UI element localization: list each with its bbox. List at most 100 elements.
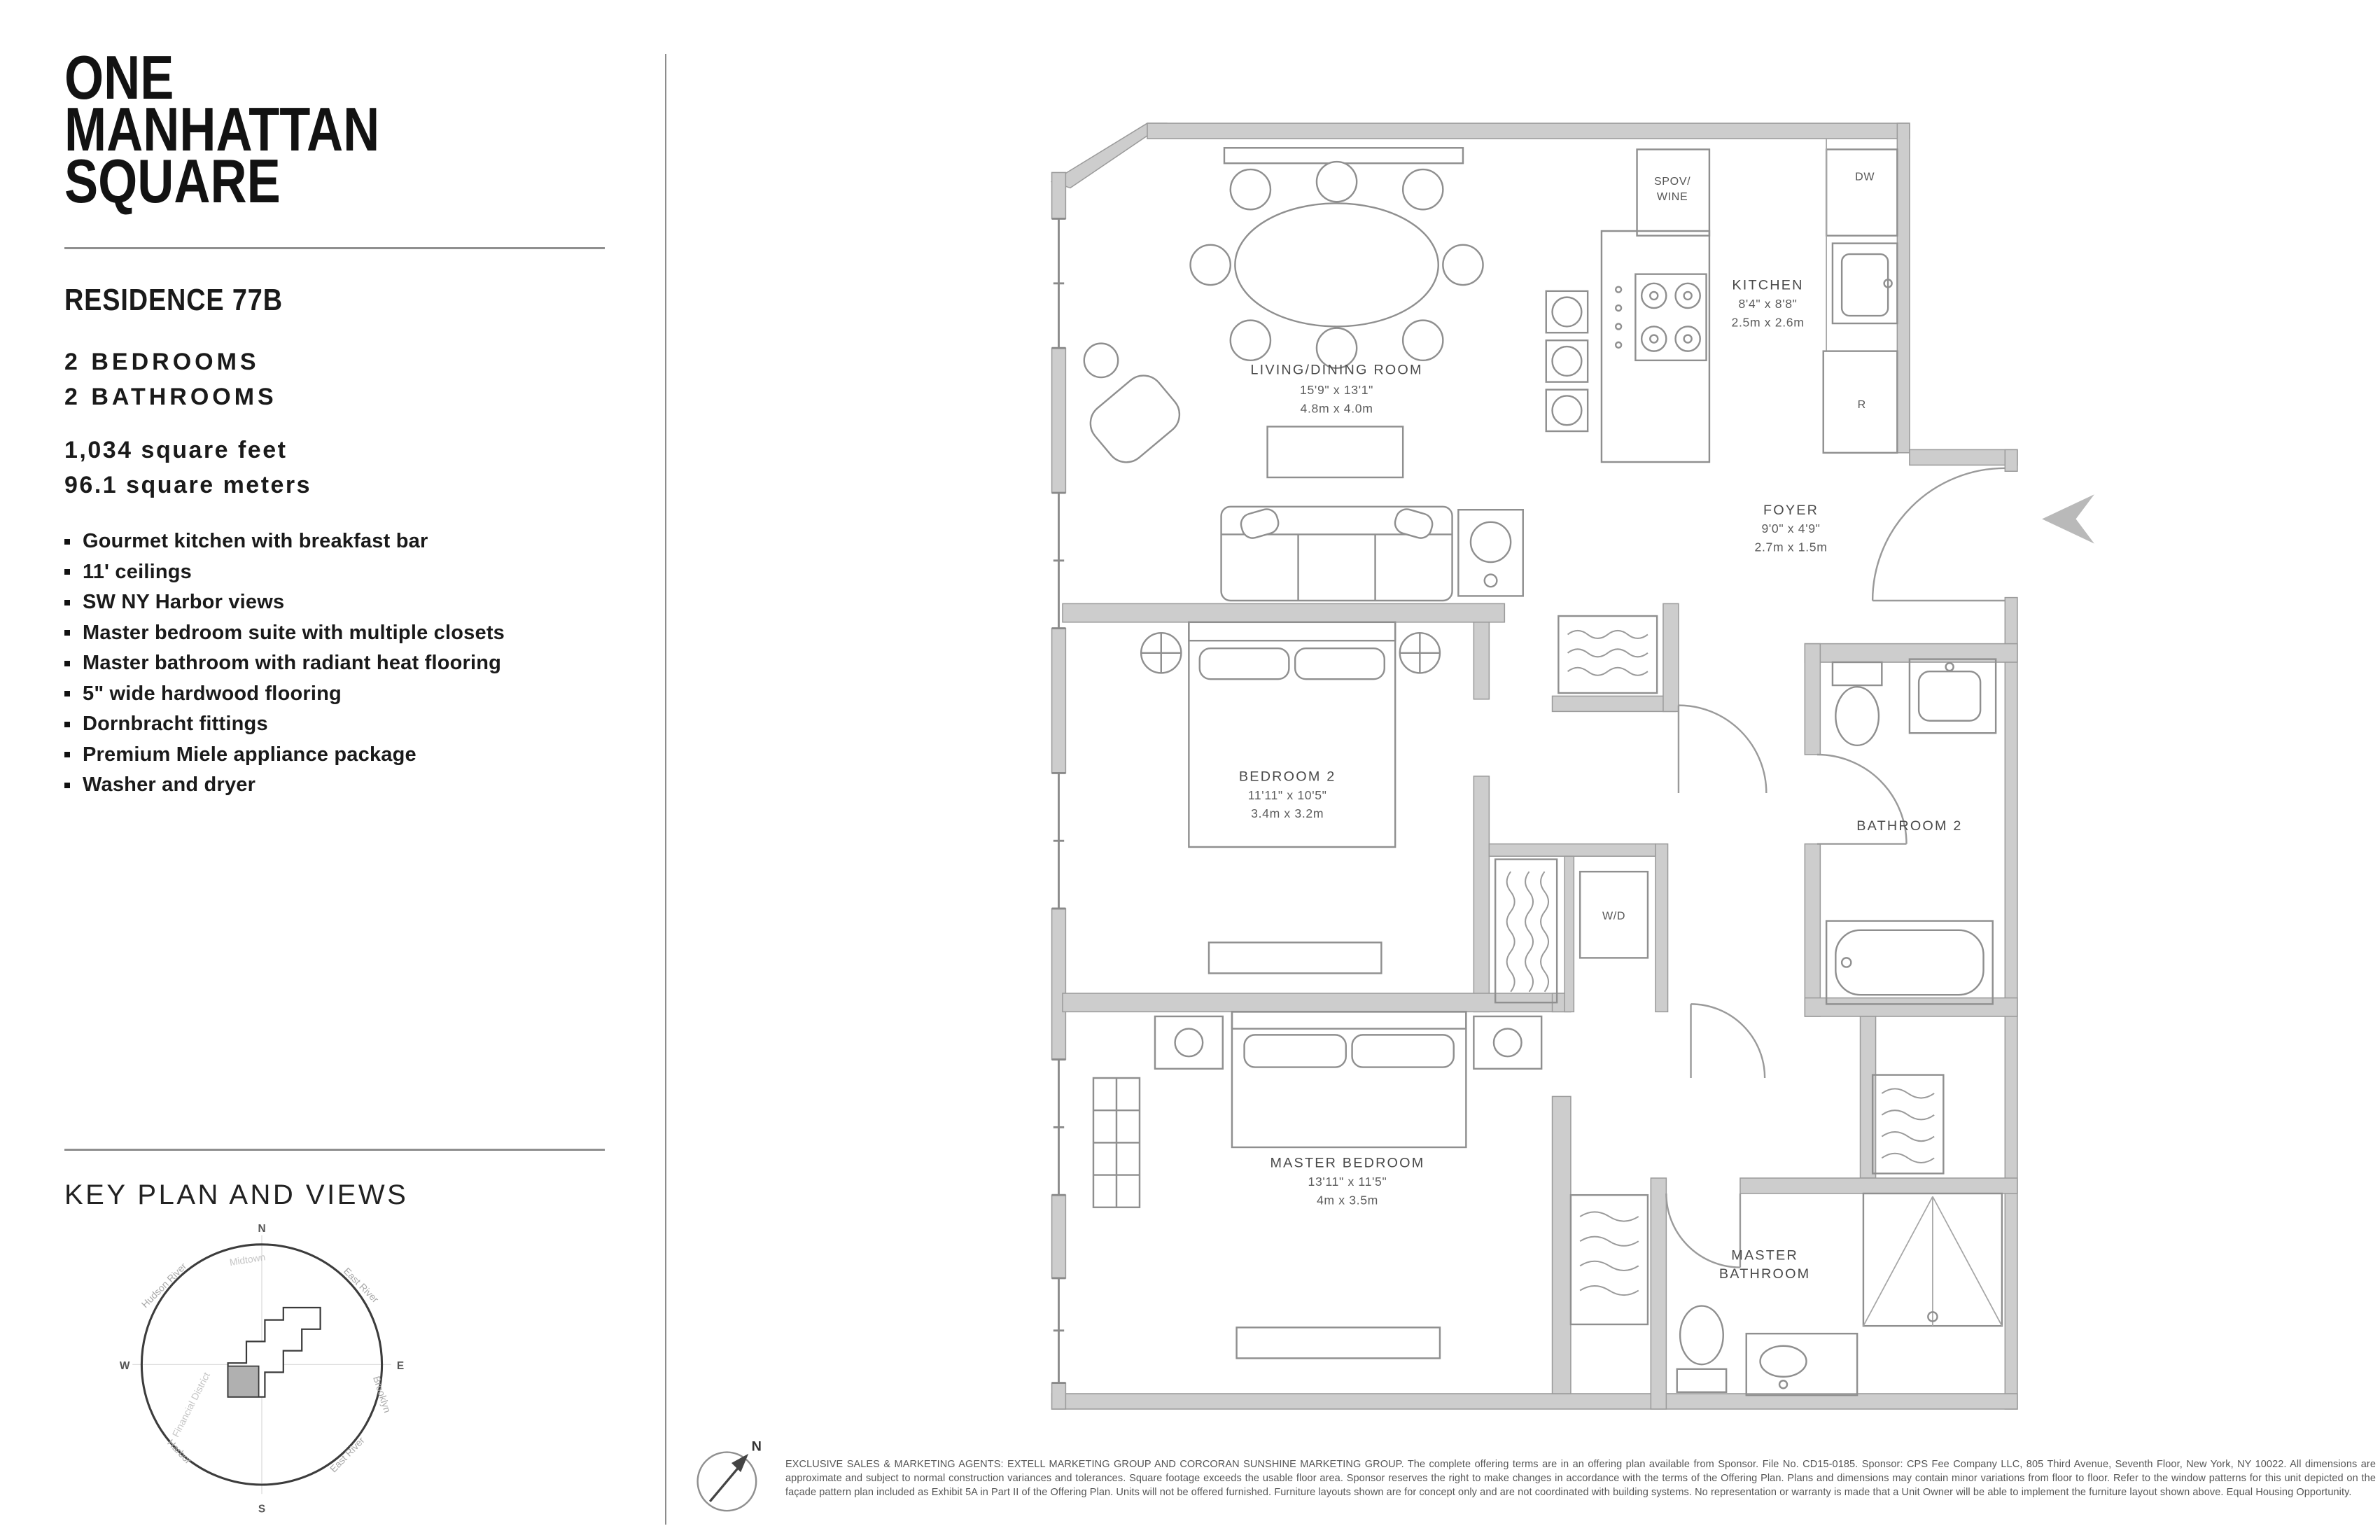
master-bathroom-fixtures [1676,1192,2003,1396]
feature-text: 5" wide hardwood flooring [83,682,342,705]
bedroom2-furniture [1140,615,1658,1004]
kitchen-sink [1831,242,1898,325]
bullet-icon [64,782,70,788]
horizontal-rule-bottom [64,1149,605,1151]
bench [1236,1326,1441,1359]
feature-text: Washer and dryer [83,774,256,797]
north-compass: N [696,1438,762,1512]
legal-disclaimer: EXCLUSIVE SALES & MARKETING AGENTS: EXTE… [785,1459,2376,1498]
bullet-icon [64,721,70,727]
cardinal-north: N [258,1223,265,1235]
brand-line-1: ONE [64,43,174,112]
windows [1051,218,1066,1384]
nightstand-round [1140,631,1182,674]
closet-hanging [1494,858,1558,1004]
spov-label-1: SPOV/ [1654,175,1690,188]
label-hudson-river: Hudson River [139,1260,189,1310]
closet-hanging [1569,1194,1649,1326]
bullet-icon [64,660,70,666]
hall-closet-hanging [1871,1074,1945,1175]
feature-item: Premium Miele appliance package [64,740,505,771]
washer-dryer-box [1578,870,1649,959]
master-bathroom-label-1: MASTER [1731,1248,1798,1264]
north-label: N [752,1438,762,1454]
foyer-label: FOYER [1763,503,1819,518]
master-bedroom-door [1690,1003,1766,1078]
feature-item: 5" wide hardwood flooring [64,679,505,710]
cardinal-south: S [258,1504,265,1516]
bullet-icon [64,599,70,606]
room-labels: LIVING/DINING ROOM 15'9" x 13'1" 4.8m x … [1239,170,1962,1282]
feature-text: SW NY Harbor views [83,591,285,614]
feature-item: Master bathroom with radiant heat floori… [64,648,505,679]
residence-title: RESIDENCE 77B [64,283,283,317]
brand-line-3: SQUARE [64,146,281,216]
feature-item: 11' ceilings [64,557,505,588]
bedroom2-label: BEDROOM 2 [1239,769,1336,784]
north-arrow-icon [731,1453,749,1473]
bathroom2-fixtures [1825,658,1997,1005]
dresser [1092,1077,1141,1208]
foyer-dims-ft: 9'0" x 4'9" [1761,522,1820,536]
washer-dryer-label: W/D [1602,909,1625,922]
feature-text: Master bathroom with radiant heat floori… [83,652,502,675]
walls [1050,122,2018,1410]
bathroom2-door [1816,753,1907,845]
label-financial-district: Financial District [170,1370,212,1438]
bullet-icon [64,630,70,636]
bedrooms-count: 2 BEDROOMS [64,349,260,375]
vanity-sink [1745,1332,1858,1396]
kitchen-dims-ft: 8'4" x 8'8" [1738,297,1797,311]
living-room-dims-ft: 15'9" x 13'1" [1300,383,1373,397]
foyer-dims-m: 2.7m x 1.5m [1755,540,1828,554]
master-bedroom-label: MASTER BEDROOM [1270,1156,1424,1171]
bed [1231,1011,1467,1149]
bullet-icon [64,569,70,575]
feature-text: 11' ceilings [83,560,192,583]
kitchen-fixtures [1545,139,1898,463]
label-east-river-se: East River [328,1434,367,1474]
vertical-divider [665,54,666,1525]
toilet-icon [1676,1305,1728,1393]
brand-logo: ONE MANHATTAN SQUARE [64,43,380,216]
label-midtown: Midtown [229,1251,266,1268]
credenza [1223,147,1464,164]
feature-text: Gourmet kitchen with breakfast bar [83,530,428,553]
sofa [1220,505,1453,602]
bed-bath-specs: 2 BEDROOMS 2 BATHROOMS [64,344,277,414]
refrigerator-box [1822,350,1898,454]
key-plan-title: KEY PLAN AND VIEWS [64,1180,409,1210]
dishwasher-label: DW [1855,170,1875,183]
dining-set [1189,160,1484,370]
closet-hanging [1558,615,1658,694]
master-bathroom-door [1665,1193,1742,1268]
lamp-table [1457,509,1524,597]
cooktop [1614,273,1707,362]
bathrooms-count: 2 BATHROOMS [64,384,277,410]
feature-text: Master bedroom suite with multiple close… [83,621,505,644]
feature-item: Washer and dryer [64,770,505,801]
bar-stools [1545,290,1589,433]
bullet-icon [64,752,70,758]
nightstand-round [1399,631,1441,674]
feature-item: Master bedroom suite with multiple close… [64,618,505,649]
floor-plan: LIVING/DINING ROOM 15'9" x 13'1" 4.8m x … [696,122,2094,1512]
bullet-icon [64,691,70,697]
feature-item: Dornbracht fittings [64,709,505,740]
bedroom2-door [1677,704,1768,793]
area-square-meters: 96.1 square meters [64,472,312,498]
area-square-feet: 1,034 square feet [64,437,288,463]
living-room-dims-m: 4.8m x 4.0m [1301,402,1373,416]
entry-door [1871,467,2005,602]
bathtub [1825,920,1994,1005]
coffee-table [1266,426,1404,479]
feature-item: SW NY Harbor views [64,587,505,618]
horizontal-rule-top [64,247,605,249]
bathroom2-label: BATHROOM 2 [1856,818,1962,834]
refrigerator-label: R [1858,398,1866,411]
kitchen-dims-m: 2.5m x 2.6m [1732,315,1805,329]
kitchen-island [1600,230,1711,463]
brand-line-2: MANHATTAN [64,94,380,164]
master-bathroom-label-2: BATHROOM [1719,1266,1810,1282]
doors [1665,467,2005,1268]
